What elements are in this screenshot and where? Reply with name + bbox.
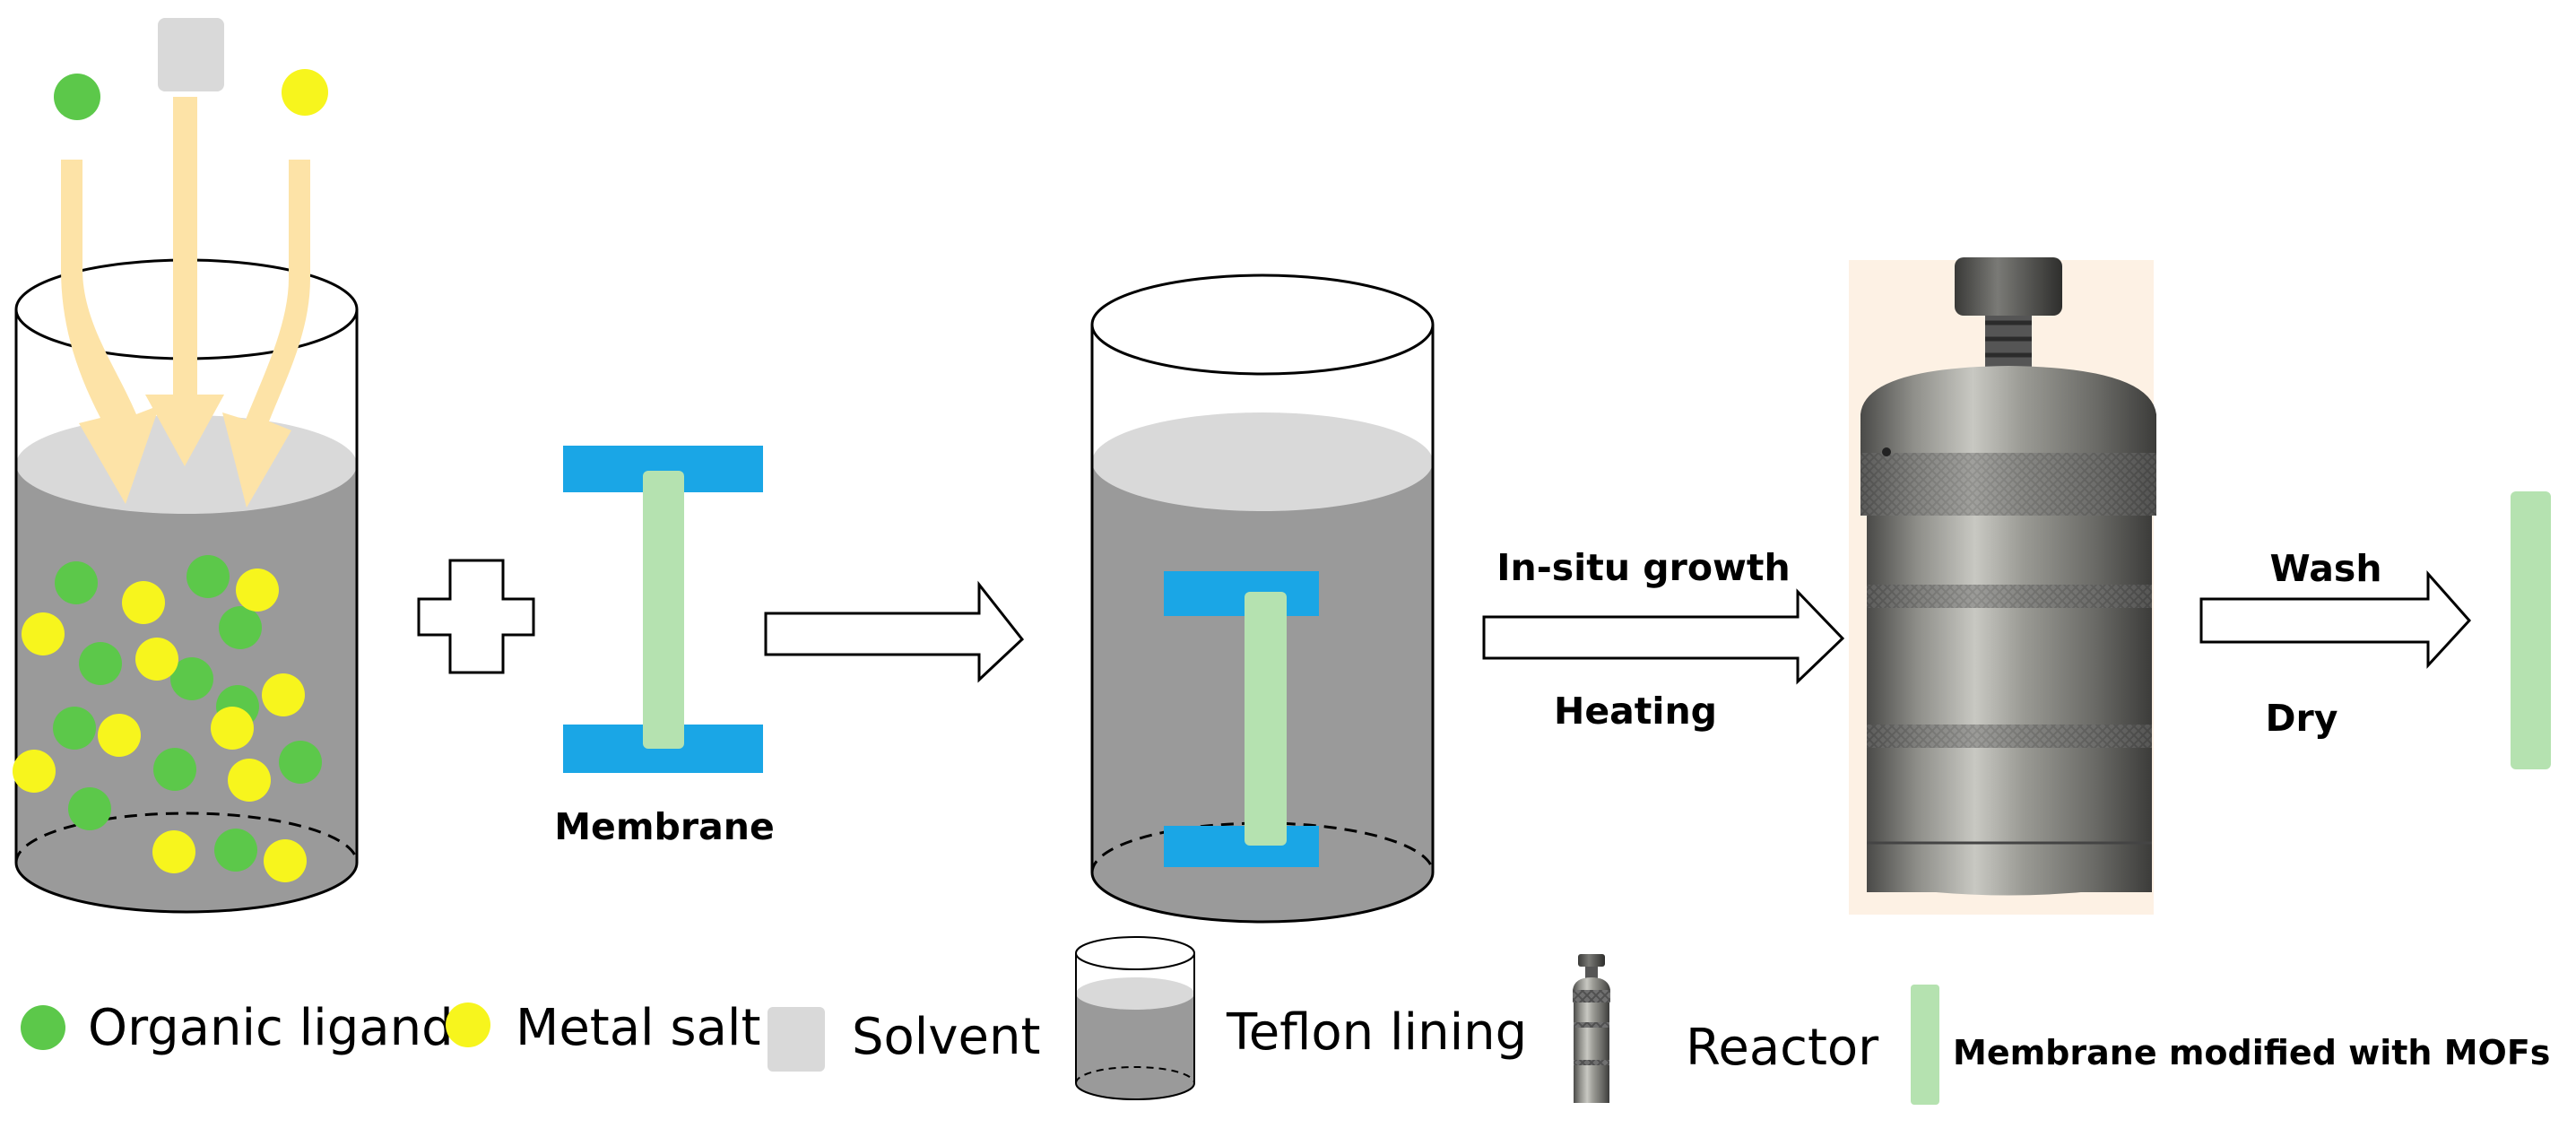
in-situ-growth-label: In-situ growth — [1496, 546, 1790, 589]
ligand-particle — [214, 829, 257, 872]
legend-ligand-swatch — [21, 1005, 65, 1050]
dry-label: Dry — [2266, 697, 2338, 740]
teflon-lining-icon — [1075, 936, 1195, 1100]
inflow-arrows — [61, 97, 310, 508]
teflon-lining-assembly — [1090, 273, 1435, 924]
heating-step: In-situ growth Heating — [1482, 546, 1845, 733]
autoclave-reactor-icon — [1849, 257, 2156, 915]
legend-membrane-swatch — [1911, 985, 1939, 1105]
ligand-particle — [79, 642, 122, 685]
solvent-input-square — [158, 18, 224, 91]
inflow-arrow-left — [61, 160, 160, 504]
salt-particle — [122, 581, 165, 624]
ligand-particle — [153, 748, 196, 791]
wash-label: Wash — [2269, 547, 2381, 590]
particles — [13, 555, 322, 882]
reactor-base — [1867, 843, 2152, 896]
lining-membrane-strip — [1245, 592, 1287, 846]
lining-rim — [1090, 273, 1435, 376]
salt-particle — [228, 759, 271, 802]
salt-particle — [22, 612, 65, 655]
legend-organic-ligand: Organic ligand — [88, 999, 454, 1057]
membrane-label: Membrane — [554, 805, 775, 848]
legend-metal-salt: Metal salt — [516, 999, 760, 1057]
salt-particle — [211, 707, 254, 750]
legend-membrane-modified: Membrane modified with MOFs — [1953, 1033, 2550, 1072]
ligand-particle — [279, 741, 322, 784]
modified-membrane-strip — [2511, 491, 2551, 769]
ligand-input-dot — [54, 74, 100, 120]
plus-icon — [417, 559, 535, 674]
legend: Organic ligand Metal salt Solvent Teflon… — [21, 936, 2550, 1105]
legend-solvent-swatch — [768, 1007, 825, 1072]
lining-liquid-surface — [1092, 412, 1433, 511]
reactor-lid-hole — [1882, 447, 1891, 456]
membrane-assembly: Membrane — [554, 446, 775, 848]
salt-particle — [135, 638, 178, 681]
salt-particle — [236, 568, 279, 612]
process-arrow-2 — [1482, 588, 1845, 685]
ligand-particle — [186, 555, 230, 598]
reactor-bolt-head — [1955, 257, 2062, 316]
process-arrow-1 — [764, 580, 1025, 683]
salt-input-dot — [282, 69, 328, 116]
beaker-bottom-solid — [14, 862, 359, 914]
mixing-beaker — [13, 18, 359, 914]
ligand-particle — [68, 787, 111, 830]
beaker-bottom-dashed — [14, 812, 359, 864]
process-arrow-3 — [2199, 570, 2472, 669]
legend-reactor: Reactor — [1686, 1019, 1879, 1077]
lining-membrane-holder-bottom — [1164, 826, 1319, 867]
reactor-icon — [1573, 954, 1610, 1103]
lining-bottom-solid — [1090, 872, 1435, 924]
reactor-body — [1867, 516, 2152, 892]
reactor-lid — [1860, 366, 2156, 466]
legend-salt-swatch — [446, 1002, 490, 1047]
inflow-arrow-right — [222, 160, 310, 508]
inflow-arrow-middle — [145, 97, 224, 466]
salt-particle — [152, 830, 195, 873]
ligand-particle — [170, 657, 213, 700]
salt-particle — [98, 714, 141, 757]
lining-membrane-holder-top — [1164, 571, 1319, 616]
ligand-particle — [219, 606, 262, 649]
salt-particle — [262, 673, 305, 716]
legend-teflon-lining: Teflon lining — [1226, 1003, 1527, 1062]
legend-solvent: Solvent — [852, 1008, 1040, 1066]
ligand-particle — [53, 707, 96, 750]
ligand-particle — [55, 561, 98, 604]
salt-particle — [13, 750, 56, 793]
salt-particle — [264, 839, 307, 882]
heating-label: Heating — [1554, 690, 1717, 733]
membrane-strip — [643, 471, 684, 749]
wash-dry-step: Wash Dry — [2199, 547, 2472, 740]
